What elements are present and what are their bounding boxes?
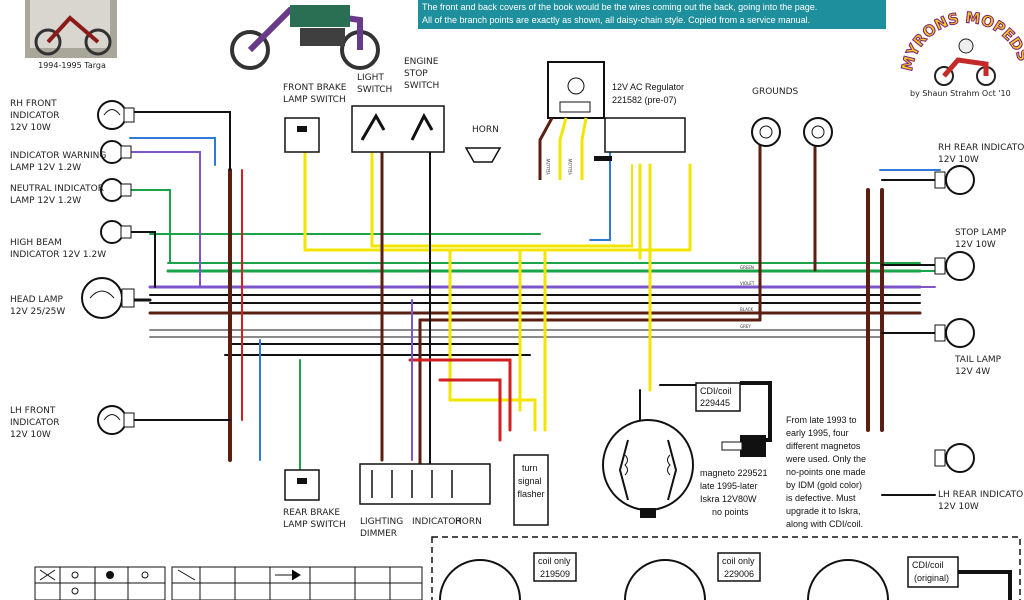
label-regulator: 12V AC Regulator 221582 (pre-07) bbox=[612, 82, 687, 105]
lamp-head bbox=[81, 277, 135, 319]
magneto-stator bbox=[602, 419, 694, 518]
light-switch-lever bbox=[360, 113, 386, 141]
wire-label-green: GREEN bbox=[740, 265, 754, 270]
label-horn-switch: HORN bbox=[455, 517, 482, 527]
front-brake-switch bbox=[284, 117, 320, 153]
alt-magneto-2 bbox=[624, 559, 706, 600]
ground-terminal-1 bbox=[751, 117, 781, 147]
label-turn-signal-flasher: turn signal flasher bbox=[517, 463, 544, 499]
label-cdi-original: CDI/coil (original) bbox=[912, 560, 949, 583]
label-engine-stop-switch: ENGINE STOP SWITCH bbox=[404, 57, 441, 91]
wire-label-violet: VIOLET bbox=[740, 281, 755, 286]
stop-switch-lever bbox=[410, 112, 434, 141]
cdi-coil-box bbox=[695, 382, 741, 412]
lamp-stop bbox=[934, 251, 975, 281]
label-grounds: GROUNDS bbox=[752, 87, 799, 97]
label-cdi-coil: CDI/coil 229445 bbox=[700, 386, 734, 408]
lamp-lh-front-indicator bbox=[97, 405, 135, 435]
label-tail-lamp: TAIL LAMP 12V 4W bbox=[954, 355, 1004, 377]
lamp-tail bbox=[934, 318, 975, 348]
label-neutral-indicator: NEUTRAL INDICATOR LAMP 12V 1.2W bbox=[10, 184, 107, 206]
coil-only-box-1 bbox=[533, 552, 577, 582]
label-rh-front-indicator: RH FRONT INDICATOR 12V 10W bbox=[10, 99, 62, 133]
lamp-neutral-indicator bbox=[100, 178, 132, 202]
label-stop-lamp: STOP LAMP 12V 10W bbox=[955, 228, 1009, 250]
turn-signal-flasher bbox=[513, 454, 549, 526]
lamp-indicator-warning bbox=[100, 140, 132, 164]
switch-legend-table bbox=[34, 566, 423, 600]
label-indicator-warning: INDICATOR WARNING LAMP 12V 1.2W bbox=[10, 151, 109, 173]
voltage-regulator bbox=[538, 61, 605, 180]
alt-magneto-3 bbox=[807, 559, 889, 600]
moped-photo-right bbox=[226, 0, 406, 70]
horn-icon bbox=[464, 147, 502, 163]
label-horn-top: HORN bbox=[472, 125, 499, 135]
cdi-original-lead bbox=[958, 570, 1012, 600]
myrons-mopeds-logo: MYRONS MOPEDS bbox=[897, 8, 1024, 86]
banner-line-1: The front and back covers of the book wo… bbox=[422, 2, 817, 12]
label-lh-rear-indicator: LH REAR INDICATOR 12V 10W bbox=[938, 490, 1024, 512]
label-head-lamp: HEAD LAMP 12V 25/25W bbox=[10, 295, 66, 317]
label-coil-only-2: coil only 229006 bbox=[722, 556, 757, 579]
lh-switch-cluster bbox=[359, 463, 491, 505]
wire-label-black: BLACK bbox=[740, 307, 754, 312]
front-brake-switch-contact bbox=[297, 126, 307, 132]
ground-terminal-2 bbox=[803, 117, 833, 147]
regulator-connector bbox=[604, 117, 686, 153]
magneto-note: From late 1993 to early 1995, four diffe… bbox=[785, 415, 869, 529]
wire-harness bbox=[128, 111, 941, 496]
alt-magneto-1 bbox=[439, 559, 521, 600]
label-rh-rear-indicator: RH REAR INDICATOR 12V 10W bbox=[938, 143, 1024, 165]
author-credit: by Shaun Strahm Oct '10 bbox=[910, 89, 1011, 98]
regulator-ground-tab bbox=[594, 156, 612, 161]
wire-label-grey: GREY bbox=[740, 324, 751, 329]
regulator-wire-yellow-1: YELLOW bbox=[546, 159, 551, 176]
label-rear-brake-switch: REAR BRAKE LAMP SWITCH bbox=[283, 508, 346, 530]
rear-brake-switch bbox=[284, 469, 320, 501]
lamp-rh-front-indicator bbox=[97, 100, 135, 130]
banner-line-2: All of the branch points are exactly as … bbox=[422, 15, 810, 25]
label-indicator-switch: INDICATOR bbox=[412, 517, 462, 527]
spark-plug-cap bbox=[740, 435, 766, 457]
lamp-high-beam bbox=[100, 220, 132, 244]
lamp-lh-rear-indicator bbox=[934, 443, 975, 473]
lamp-rh-rear-indicator bbox=[934, 165, 975, 195]
lh-switch-contacts bbox=[371, 470, 453, 498]
label-lighting-dimmer: LIGHTING DIMMER bbox=[360, 517, 406, 539]
regulator-wire-yellow-2: YELLOW bbox=[568, 159, 573, 176]
info-banner bbox=[418, 0, 886, 29]
cdi-coil-lead bbox=[740, 381, 772, 442]
rear-brake-switch-contact bbox=[297, 478, 307, 484]
label-high-beam: HIGH BEAM INDICATOR 12V 1.2W bbox=[10, 238, 106, 260]
label-lh-front-indicator: LH FRONT INDICATOR 12V 10W bbox=[10, 406, 62, 440]
photo-caption: 1994-1995 Targa bbox=[38, 61, 106, 70]
spark-plug bbox=[721, 441, 743, 451]
label-magneto: magneto 229521 late 1995-later Iskra 12V… bbox=[700, 468, 770, 517]
alternate-magnetos-region bbox=[431, 536, 1021, 600]
coil-only-box-2 bbox=[717, 552, 761, 582]
moped-photo-left bbox=[25, 0, 117, 58]
label-light-switch: LIGHT SWITCH bbox=[357, 73, 392, 95]
label-front-brake-switch: FRONT BRAKE LAMP SWITCH bbox=[283, 83, 349, 105]
label-coil-only-1: coil only 219509 bbox=[538, 556, 573, 579]
